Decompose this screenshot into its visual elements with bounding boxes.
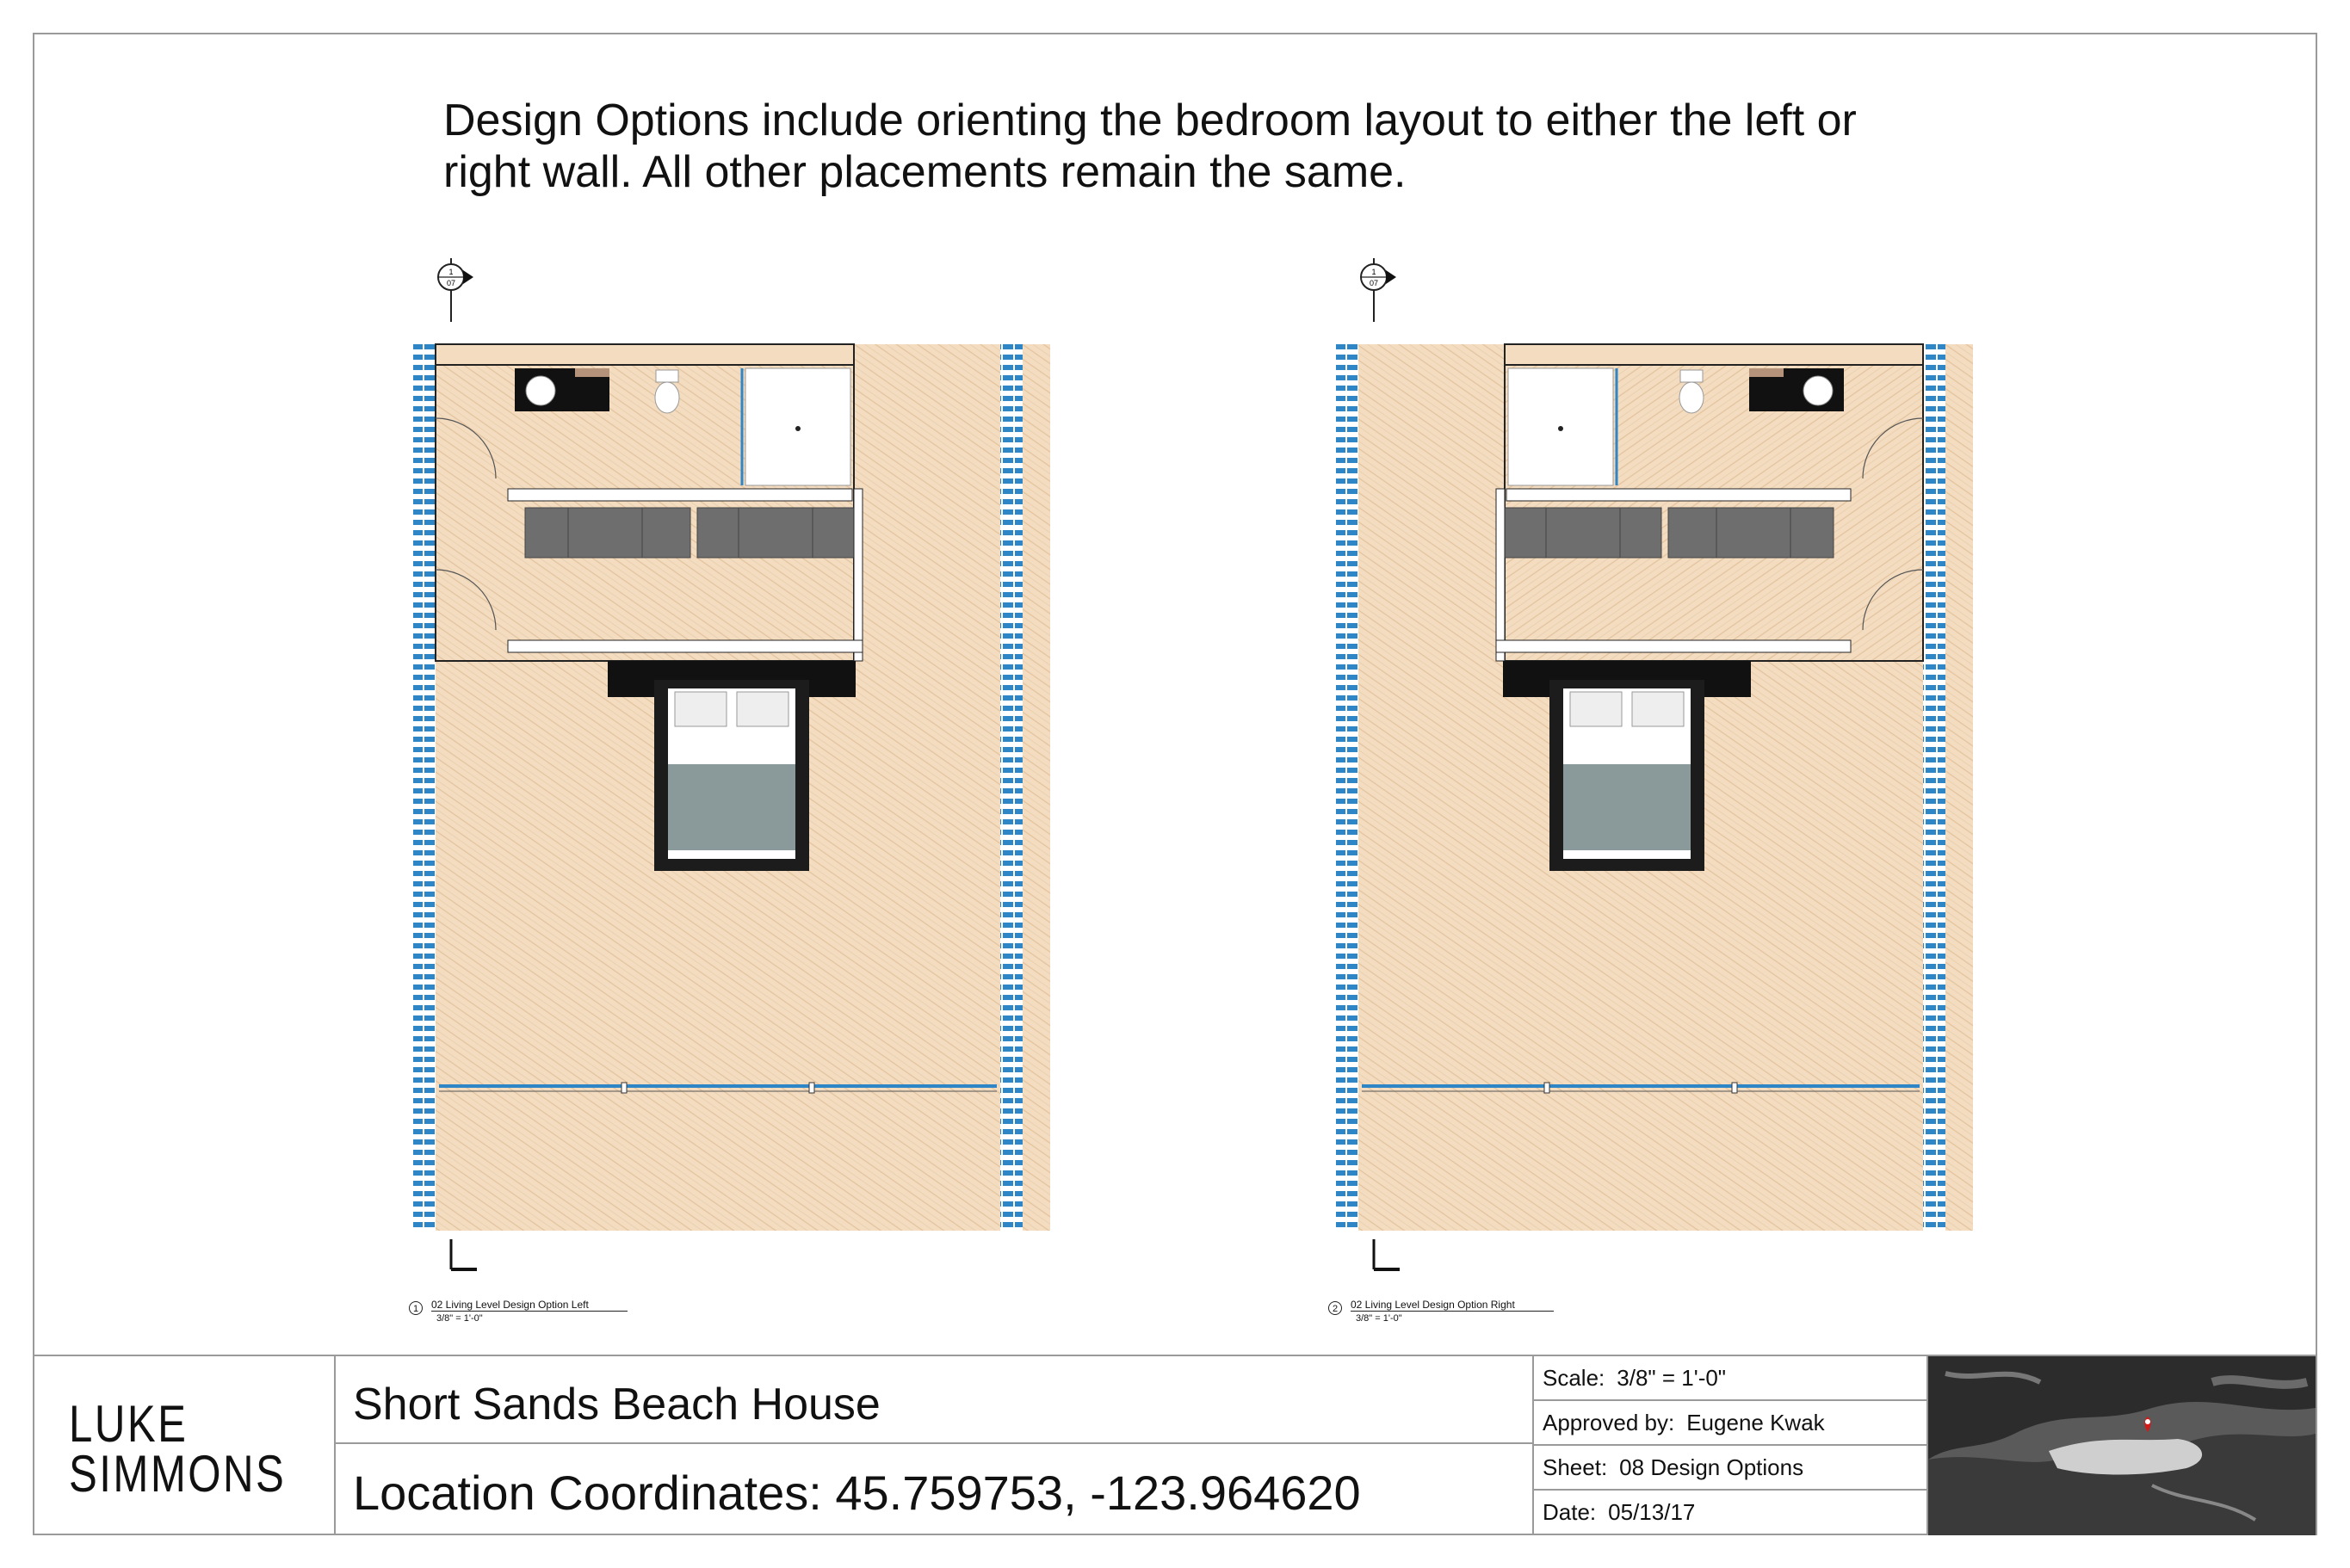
left-wall-windows xyxy=(1336,344,1358,1231)
note-line-2: right wall. All other placements remain … xyxy=(443,147,1407,197)
bedroom-block xyxy=(435,343,863,662)
scale-value: 3/8" = 1'-0" xyxy=(1617,1365,1727,1391)
bedroom-block xyxy=(1495,343,1924,662)
sheet-info: Scale: 3/8" = 1'-0" Approved by: Eugene Kw… xyxy=(1532,1356,1926,1535)
section-marker-number: 1 xyxy=(448,268,453,276)
wardrobe-right xyxy=(1495,507,1662,559)
wardrobe-right xyxy=(696,507,863,559)
project-name-cell: Short Sands Beach House xyxy=(336,1356,1532,1444)
wardrobe-left xyxy=(524,507,691,559)
left-wall-windows xyxy=(413,344,436,1231)
floor-plan-left-drawing: 1 07 xyxy=(413,258,1050,1271)
scale-row: Scale: 3/8" = 1'-0" xyxy=(1534,1356,1926,1401)
site-aerial-photo xyxy=(1926,1356,2316,1535)
toilet-icon xyxy=(1679,369,1704,414)
aerial-map-image xyxy=(1928,1356,2316,1535)
project-name: Short Sands Beach House xyxy=(353,1380,881,1429)
plan-title: 02 Living Level Design Option Right xyxy=(1351,1299,1554,1312)
approved-row: Approved by: Eugene Kwak xyxy=(1534,1401,1926,1446)
approved-label: Approved by: xyxy=(1543,1410,1675,1435)
location-coordinates: Location Coordinates: 45.759753, -123.96… xyxy=(353,1466,1361,1520)
plan-number: 2 xyxy=(1328,1301,1342,1315)
sheet-label: Sheet: xyxy=(1543,1454,1608,1480)
right-wall-windows xyxy=(1000,344,1023,1231)
sheet-value: 08 Design Options xyxy=(1619,1454,1804,1480)
right-wall-windows xyxy=(1923,344,1945,1231)
studio-logo: LUKE SIMMONS xyxy=(33,1356,336,1535)
section-marker-sheet: 07 xyxy=(1370,279,1378,287)
logo-line-2: SIMMONS xyxy=(69,1445,287,1503)
date-value: 05/13/17 xyxy=(1608,1499,1696,1525)
floor-plan-right-drawing: 1 07 xyxy=(1336,258,1973,1271)
date-label: Date: xyxy=(1543,1499,1597,1525)
scale-label: Scale: xyxy=(1543,1365,1605,1391)
note-line-1: Design Options include orienting the bed… xyxy=(443,96,1857,145)
logo-line-1: LUKE xyxy=(69,1395,189,1453)
date-row: Date: 05/13/17 xyxy=(1534,1491,1926,1535)
approved-value: Eugene Kwak xyxy=(1686,1410,1825,1435)
plan-title: 02 Living Level Design Option Left xyxy=(431,1299,628,1312)
toilet-icon xyxy=(654,369,680,414)
sheet-row: Sheet: 08 Design Options xyxy=(1534,1446,1926,1491)
plan-number: 1 xyxy=(409,1301,423,1315)
plan-scale: 3/8" = 1'-0" xyxy=(436,1313,483,1324)
title-block: LUKE SIMMONS Short Sands Beach House Loc… xyxy=(33,1355,2317,1535)
sheet-border xyxy=(33,33,2317,1535)
floor-plan-left: 1 07 xyxy=(387,250,1162,1334)
bed xyxy=(608,661,856,871)
plan-scale: 3/8" = 1'-0" xyxy=(1356,1313,1402,1324)
design-options-note: Design Options include orienting the bed… xyxy=(443,95,1993,198)
location-cell: Location Coordinates: 45.759753, -123.96… xyxy=(336,1444,1532,1535)
wardrobe-left xyxy=(1667,507,1834,559)
section-marker-sheet: 07 xyxy=(447,279,455,287)
floor-plan-right: 1 07 xyxy=(1310,250,2085,1334)
bed xyxy=(1503,661,1751,871)
section-marker-number: 1 xyxy=(1371,268,1376,276)
section-marker: 1 07 xyxy=(1360,258,1396,322)
section-marker: 1 07 xyxy=(437,258,473,322)
map-pin-icon xyxy=(2144,1417,2151,1432)
